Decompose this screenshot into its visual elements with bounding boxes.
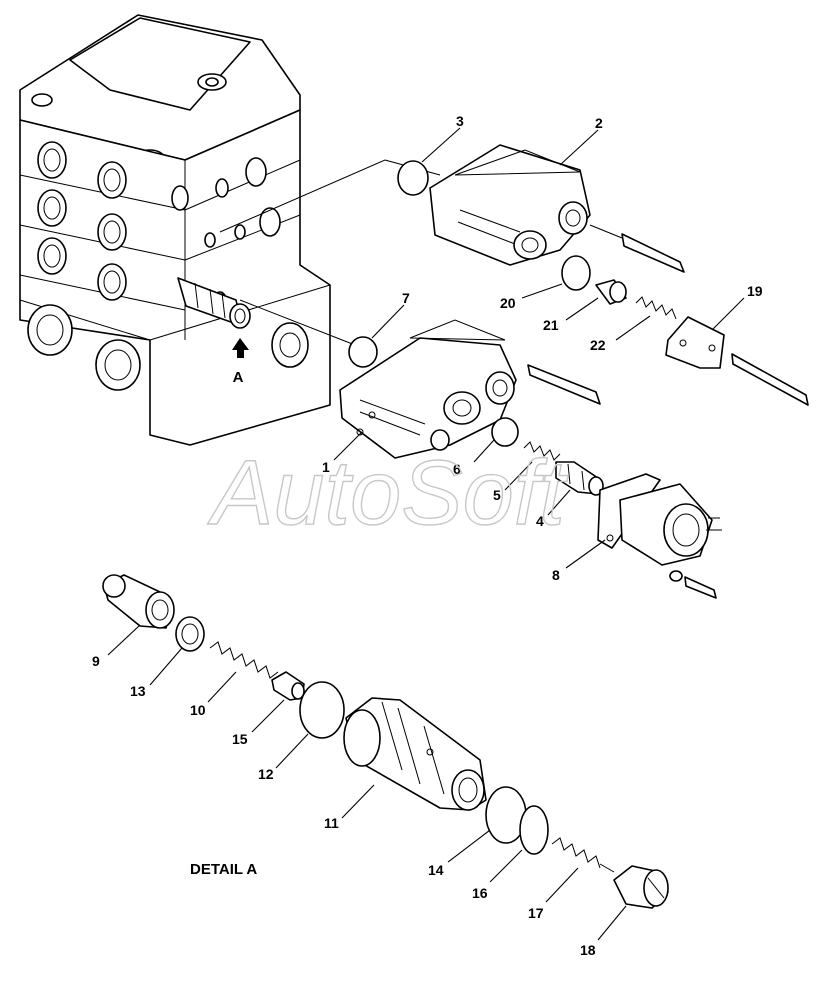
part-13-washer — [175, 616, 205, 652]
part-12-o-ring — [299, 681, 345, 739]
callout-9: 9 — [92, 653, 100, 669]
callout-7: 7 — [402, 290, 410, 306]
callout-11: 11 — [324, 815, 339, 831]
valve-block-body — [19, 109, 331, 446]
callout-17: 17 — [528, 905, 544, 921]
part-7-o-ring — [348, 336, 378, 368]
callout-8: 8 — [552, 567, 560, 583]
callout-3: 3 — [456, 113, 464, 129]
part-16-o-ring — [519, 805, 549, 855]
callout-1: 1 — [322, 459, 330, 475]
callout-14: 14 — [428, 862, 444, 878]
callout-2: 2 — [595, 115, 603, 131]
callout-4: 4 — [536, 513, 544, 529]
part-3-o-ring — [397, 160, 429, 196]
part-2-housing — [429, 144, 685, 273]
callout-6: 6 — [453, 461, 461, 477]
view-arrow-a: A — [232, 338, 249, 386]
part-10-spring — [209, 641, 279, 679]
part-9-plug — [102, 574, 175, 629]
callout-5: 5 — [493, 487, 501, 503]
callout-13: 13 — [130, 683, 146, 699]
callout-21: 21 — [543, 317, 559, 333]
callout-18: 18 — [580, 942, 596, 958]
callout-20: 20 — [500, 295, 516, 311]
part-18-adjuster-plug — [599, 863, 669, 909]
leader-lines — [107, 127, 745, 941]
callout-12: 12 — [258, 766, 274, 782]
callout-16: 16 — [472, 885, 488, 901]
part-17-spring — [551, 837, 601, 869]
part-15-poppet — [271, 671, 305, 701]
part-4-spool — [555, 461, 604, 496]
valve-block-assembly — [19, 14, 331, 446]
part-19-cover-plate — [665, 316, 809, 406]
valve-block-ports — [27, 141, 309, 391]
part-8-solenoid — [597, 473, 722, 599]
detail-caption: DETAIL A — [190, 861, 257, 878]
callout-15: 15 — [232, 731, 248, 747]
callout-22: 22 — [590, 337, 606, 353]
part-1-housing — [339, 319, 601, 459]
installed-cartridge — [177, 277, 251, 329]
callout-19: 19 — [747, 283, 763, 299]
callout-labels: 1 2 3 4 5 6 7 8 9 10 11 12 13 14 15 16 1… — [92, 113, 763, 958]
watermark: AutoSoft — [207, 442, 568, 544]
detail-a-parts — [102, 574, 669, 909]
callout-10: 10 — [190, 702, 206, 718]
part-6-o-ring — [491, 417, 519, 447]
part-22-spring — [635, 296, 677, 320]
part-21-fitting — [595, 279, 627, 305]
part-5-spring — [523, 441, 561, 461]
view-marker-label: A — [233, 369, 244, 386]
part-20-o-ring — [561, 255, 591, 291]
part-11-cartridge-body — [343, 697, 487, 811]
